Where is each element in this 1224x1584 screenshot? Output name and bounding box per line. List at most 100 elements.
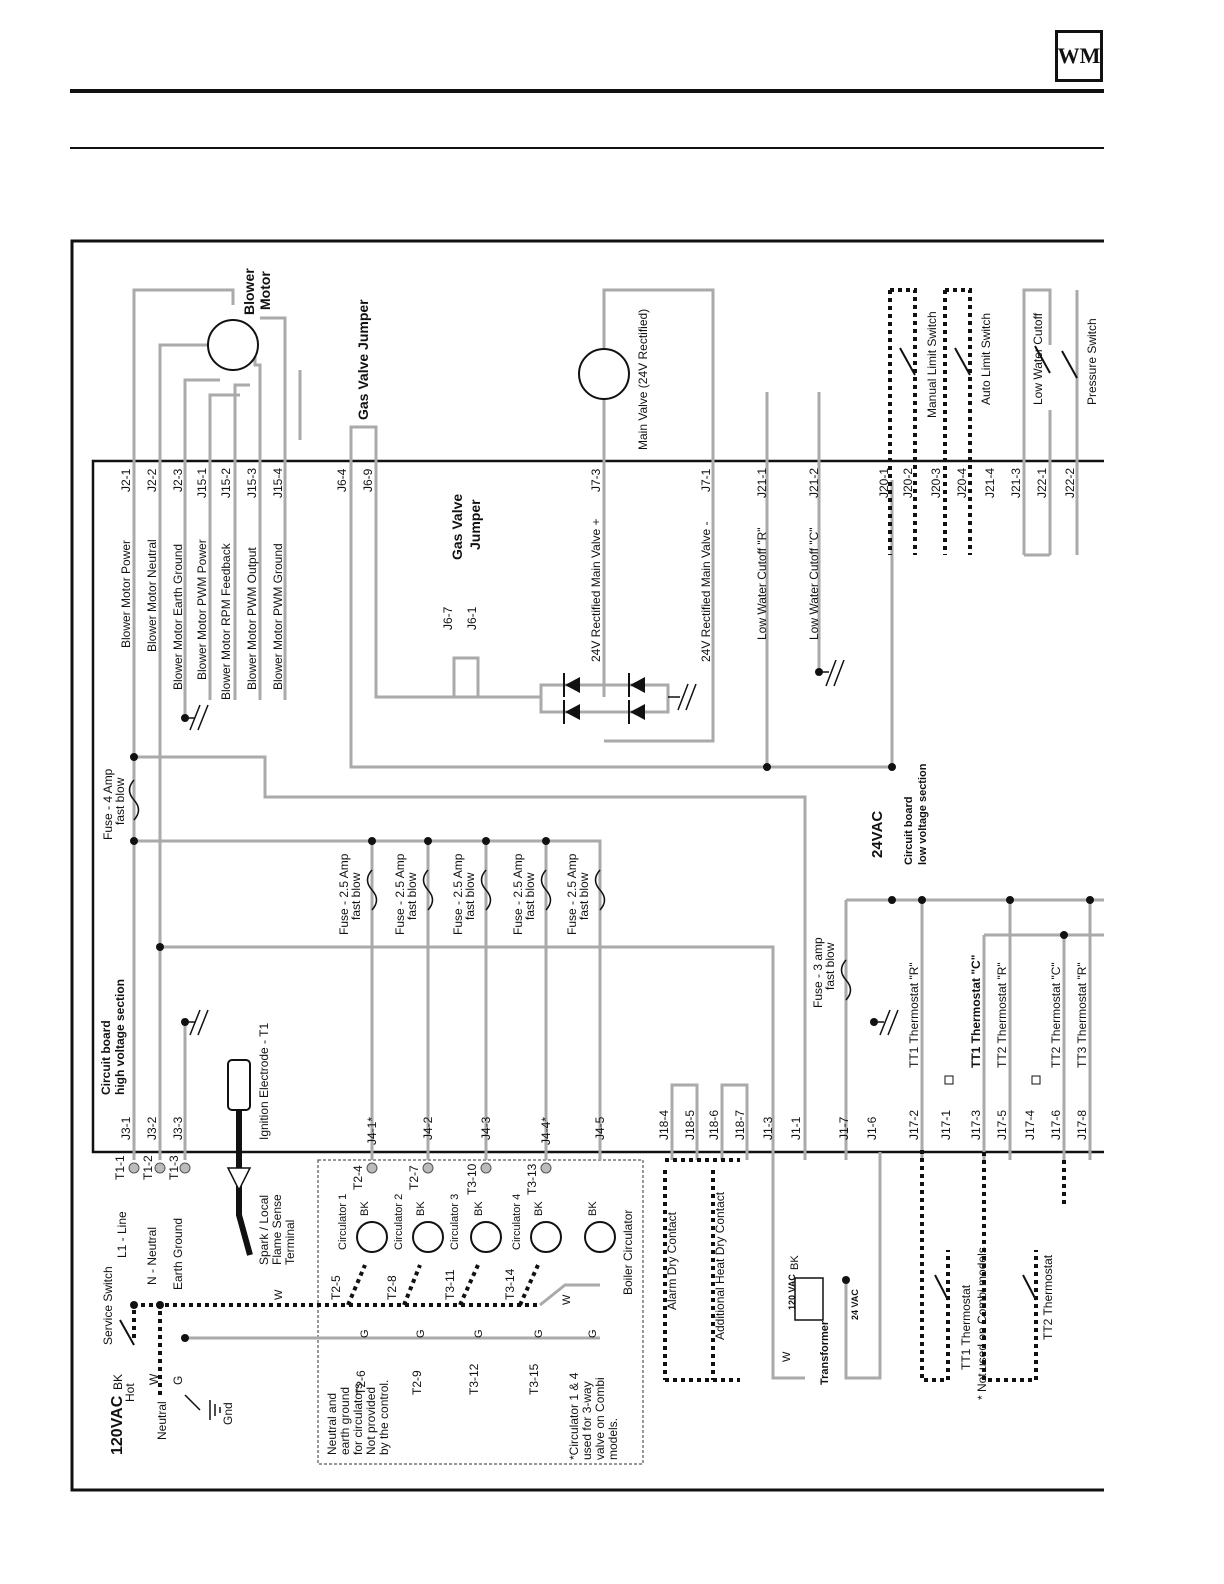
t3-11: T3-11 (443, 1269, 457, 1300)
j15-4: J15-4 (271, 468, 285, 498)
j3-1: J3-1 (119, 1116, 133, 1140)
j21-3: J21-3 (1009, 468, 1023, 498)
j6-4: J6-4 (335, 468, 349, 492)
j17-3: J17-3 (969, 1110, 983, 1140)
blower-label-2: Blower Motor Earth Ground (171, 544, 185, 690)
t2-6: T2-6 (354, 1370, 368, 1395)
circ-note-1: Neutral and (325, 1393, 339, 1455)
j20-1: J20-1 (877, 468, 891, 498)
blower-label-3: Blower Motor PWM Power (195, 539, 209, 680)
j17-8: J17-8 (1075, 1110, 1089, 1140)
boiler-circulator-label: Boiler Circulator (621, 1210, 635, 1295)
j17-6: J17-6 (1049, 1110, 1063, 1140)
j15-2: J15-2 (219, 468, 233, 498)
v120-label: 120 VAC (787, 1274, 797, 1310)
l1-line-label: L1 - Line (115, 1211, 129, 1258)
wm-logo: WM (1055, 30, 1103, 82)
j18-5: J18-5 (683, 1110, 697, 1140)
fuse25-label-2d: fast blow (523, 872, 537, 920)
t3-12: T3-12 (467, 1363, 481, 1395)
t2-8: T2-8 (385, 1275, 399, 1300)
v24s-label: 24 VAC (850, 1289, 860, 1320)
transformer-label: Transformer (819, 1320, 831, 1385)
circulator-4-label: Circulator 4 (511, 1194, 523, 1250)
ignition-electrode-symbol (227, 1059, 251, 1111)
j17-1: J17-1 (939, 1110, 953, 1140)
j22-1: J22-1 (1035, 468, 1049, 498)
blower-label-5: Blower Motor PWM Output (245, 547, 259, 690)
fuse25-label-2a: fast blow (349, 872, 363, 920)
j20-4: J20-4 (955, 468, 969, 498)
circ-note-5: by the control. (377, 1380, 391, 1455)
ground-symbols (184, 659, 899, 1420)
neutral-label: Neutral (155, 1401, 169, 1440)
j4-2: J4-2 (421, 1116, 435, 1140)
g-wire-label-4: G (533, 1329, 545, 1338)
diagram-frame (70, 239, 1104, 1492)
auto-limit-switch: Auto Limit Switch (979, 313, 993, 405)
circ-note-3: for circulators (351, 1383, 365, 1455)
fuse25-label-1d: Fuse - 2.5 Amp (511, 853, 525, 935)
j3-2: J3-2 (145, 1116, 159, 1140)
t1-3: T1-3 (167, 1155, 181, 1180)
fuse25-label-1e: Fuse - 2.5 Amp (565, 853, 579, 935)
g-wire-label-5: G (587, 1329, 599, 1338)
j20-2: J20-2 (901, 468, 915, 498)
j7-3: J7-3 (589, 468, 603, 492)
hot-label: Hot (123, 1383, 137, 1402)
j1-6: J1-6 (865, 1116, 879, 1140)
t2-5: T2-5 (329, 1275, 343, 1300)
hv-board-title-1: Circuit board (99, 1020, 113, 1095)
bk-circ-2: BK (415, 1201, 427, 1216)
hv-board-title-2: high voltage section (113, 979, 127, 1095)
j21-1: J21-1 (755, 468, 769, 498)
header-rule-top (70, 89, 1104, 93)
manual-limit-switch: Manual Limit Switch (925, 311, 939, 418)
terminal-screws (128, 1162, 552, 1174)
low-water-cutoff-switch: Low Water Cutoff (1031, 312, 1045, 405)
j4-4: J4-4* (539, 1117, 553, 1145)
blower-label-0: Blower Motor Power (119, 540, 133, 648)
j18-4: J18-4 (657, 1110, 671, 1140)
j6-9: J6-9 (361, 468, 375, 492)
ignition-electrode-label: Ignition Electrode - T1 (257, 1022, 271, 1140)
t3-10: T3-10 (465, 1163, 479, 1195)
bk-circ-3: BK (473, 1201, 485, 1216)
j6-7: J6-7 (441, 606, 455, 630)
spark-label: Spark / Local (257, 1195, 271, 1265)
j1-7: J1-7 (837, 1116, 851, 1140)
g-wire-label-3: G (473, 1329, 485, 1338)
tt2-r: TT2 Thermostat "R" (995, 962, 1009, 1068)
j17-4: J17-4 (1023, 1110, 1037, 1140)
tt1-c: TT1 Thermostat "C" (969, 955, 983, 1068)
g-wire-label-1: G (359, 1329, 371, 1338)
j1-3: J1-3 (761, 1116, 775, 1140)
blower-label-1: Blower Motor Neutral (145, 539, 159, 652)
circulator-symbols (356, 1221, 616, 1253)
j15-3: J15-3 (245, 468, 259, 498)
spark-lead (236, 1110, 253, 1256)
j4-5: J4-5 (593, 1116, 607, 1140)
blower-label-4: Blower Motor RPM Feedback (219, 542, 233, 700)
t3-13: T3-13 (525, 1163, 539, 1195)
t3-14: T3-14 (503, 1268, 517, 1300)
tt1-note: * Not used on Combi models (975, 1247, 989, 1400)
addl-heat-dry-contact: Additional Heat Dry Contact (713, 1191, 727, 1340)
j18-6: J18-6 (707, 1110, 721, 1140)
gnd-label: Gnd (221, 1402, 235, 1425)
supply-120vac: 120VAC (109, 1395, 126, 1455)
j2-1: J2-1 (119, 468, 133, 492)
tt2-c: TT2 Thermostat "C" (1049, 962, 1063, 1068)
j17-2: J17-2 (907, 1110, 921, 1140)
header-rule-bottom (70, 147, 1104, 149)
fuse-symbols (128, 779, 852, 1001)
tt1-square (944, 1075, 954, 1085)
fuse25-label-2b: fast blow (405, 872, 419, 920)
j4-3: J4-3 (479, 1116, 493, 1140)
gas-valve-jumper-2: Jumper (467, 499, 483, 550)
fuse4-label-2: fast blow (113, 777, 127, 825)
g-label: G (171, 1376, 185, 1385)
bk-label: BK (111, 1374, 125, 1390)
transformer-w: W (781, 1351, 793, 1362)
